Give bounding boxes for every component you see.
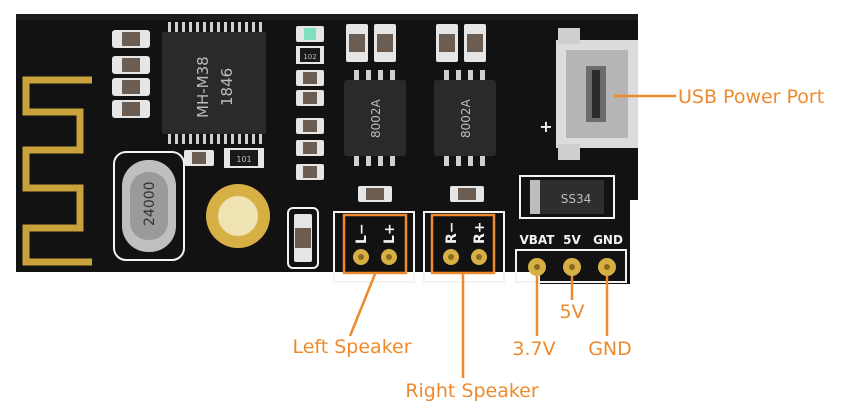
smd-capacitor [464, 24, 486, 62]
amplifier-ic-left-pins [354, 70, 395, 166]
crystal-oscillator: 24000 [113, 151, 185, 261]
gnd-label: GND [588, 338, 632, 360]
smd-capacitor [112, 30, 150, 48]
smd-capacitor [112, 100, 150, 118]
callout-labels: USB Power Port Left Speaker Right Speake… [292, 86, 824, 402]
silk-left-plus: L+ [382, 223, 398, 244]
resistor-102-label: 102 [303, 53, 316, 61]
pcb-top-edge [16, 14, 638, 20]
smd-capacitors-left [112, 30, 150, 118]
silk-usb-plus: + [539, 117, 552, 136]
right-speaker-highlight [430, 213, 496, 275]
diode-ss34: SS34 [519, 175, 615, 219]
smd-capacitor [374, 24, 396, 62]
silk-vbat: VBAT [520, 233, 556, 247]
smd-capacitor [296, 118, 324, 134]
smd-capacitors-below-amps [358, 186, 484, 202]
led-indicator [296, 26, 324, 42]
smd-capacitor [296, 164, 324, 180]
amplifier-ic-left-body [344, 80, 406, 156]
crystal-label: 24000 [142, 181, 158, 226]
smd-components-middle: 102 [287, 26, 324, 269]
amplifier-ic-right: 8002A [434, 70, 496, 166]
left-speaker-highlight [342, 213, 408, 275]
5v-label: 5V [559, 301, 584, 323]
smd-capacitor-large [287, 207, 319, 269]
smd-capacitor [346, 24, 368, 62]
silk-right-minus: R− [444, 221, 460, 244]
smd-resistor-101: 101 [224, 148, 264, 168]
left-speaker-label: Left Speaker [292, 336, 411, 358]
silk-gnd: GND [593, 233, 623, 247]
mounting-hole [206, 184, 270, 248]
resistor-101-label: 101 [236, 155, 251, 164]
main-ic: MH-M38 1846 [162, 22, 266, 144]
usb-power-port: + [539, 28, 638, 160]
smd-capacitors-top [346, 24, 486, 62]
amplifier-ic-left: 8002A [344, 70, 406, 166]
smd-capacitor [358, 186, 392, 202]
pcb-antenna [22, 76, 92, 266]
main-ic-body [162, 32, 266, 134]
right-speaker-label: Right Speaker [405, 380, 539, 402]
main-ic-pins [168, 22, 262, 144]
antenna-trace [22, 76, 92, 266]
left-speaker-header: L− L+ [333, 211, 415, 283]
amplifier-ic-left-label: 8002A [369, 98, 383, 138]
smd-capacitor [450, 186, 484, 202]
smd-capacitor-bottom [184, 150, 214, 166]
smd-capacitor [112, 56, 150, 74]
vbat-voltage-label: 3.7V [512, 338, 555, 360]
amplifier-ic-right-label: 8002A [459, 98, 473, 138]
smd-capacitor [436, 24, 458, 62]
smd-capacitor [112, 78, 150, 96]
amplifier-ic-right-pins [444, 70, 485, 166]
smd-resistor-102: 102 [296, 46, 324, 64]
amplifier-ic-right-body [434, 80, 496, 156]
silk-right-plus: R+ [472, 221, 488, 244]
callout-lines [348, 94, 676, 378]
diode-label: SS34 [561, 192, 592, 206]
smd-capacitor [296, 90, 324, 106]
silk-5v: 5V [563, 233, 581, 247]
left-speaker-callout-line [348, 273, 377, 337]
smd-capacitor [296, 70, 324, 86]
usb-power-port-label: USB Power Port [678, 86, 824, 108]
main-ic-label-1: MH-M38 [194, 56, 212, 118]
main-ic-label-2: 1846 [218, 68, 236, 106]
silk-left-minus: L− [354, 223, 370, 244]
smd-capacitor [296, 140, 324, 156]
